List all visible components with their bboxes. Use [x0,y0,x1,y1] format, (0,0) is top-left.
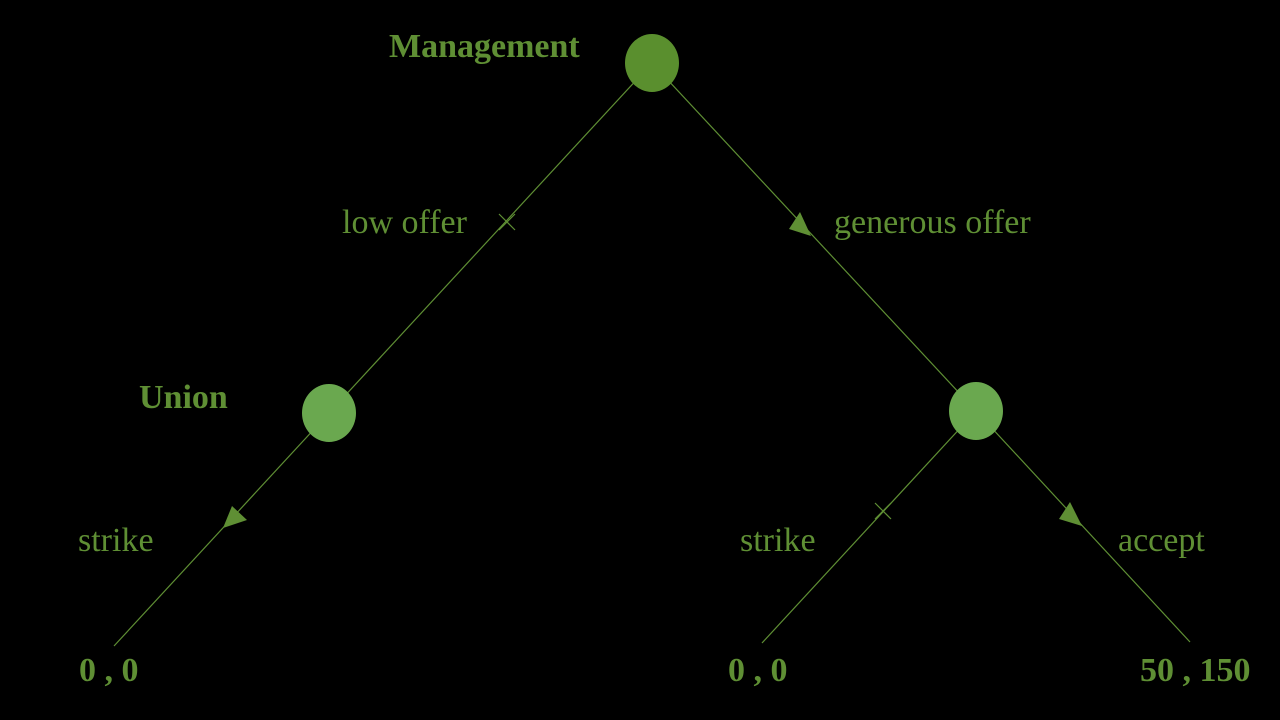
action-label-low-offer: low offer [342,204,467,241]
edge-generous-strike [761,410,977,644]
cross-mark-low-offer-icon [498,213,516,231]
payoff-generous-strike: 0 , 0 [728,652,788,689]
union-node-right [949,382,1003,440]
player-label-union: Union [139,379,228,416]
union-node-left [302,384,356,442]
player-label-management: Management [389,28,580,65]
edge-generous-accept [975,410,1191,643]
payoff-low-strike: 0 , 0 [79,652,139,689]
arrow-low-strike-icon [223,506,247,528]
action-label-strike-right: strike [740,522,816,559]
payoff-generous-accept: 50 , 150 [1140,652,1251,689]
action-label-generous-offer: generous offer [834,204,1031,241]
edge-low-strike [113,412,330,647]
arrow-accept-icon [1059,502,1082,526]
management-node [625,34,679,92]
action-label-accept: accept [1118,522,1205,559]
edge-low-offer [328,62,653,414]
arrow-generous-offer-icon [789,212,811,236]
cross-mark-generous-strike-icon [874,502,892,520]
action-label-strike-left: strike [78,522,154,559]
edge-generous-offer [651,62,977,412]
